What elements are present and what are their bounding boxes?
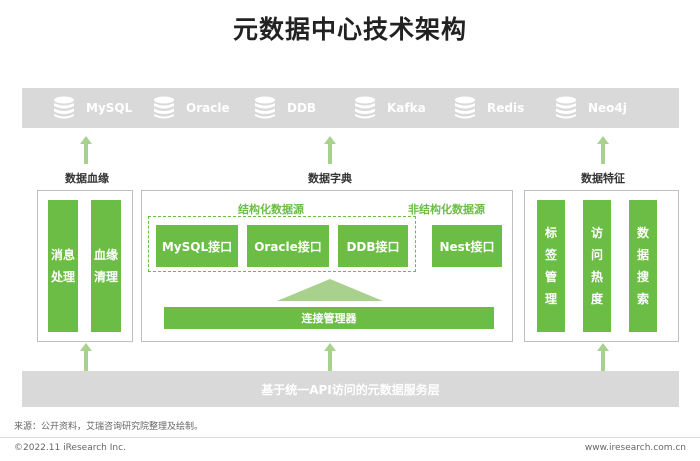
feature-item-search: 数据搜索 xyxy=(629,200,657,332)
database-icon xyxy=(556,96,576,119)
lineage-item-cleanup: 血缘清理 xyxy=(91,200,121,332)
feature-item-tag: 标签管理 xyxy=(537,200,565,332)
source-kafka: Kafka xyxy=(353,96,426,120)
database-icon xyxy=(455,96,475,119)
lineage-label: 数据血缘 xyxy=(65,172,109,185)
structured-sources-group xyxy=(148,216,416,272)
mysql-interface: MySQL接口 xyxy=(156,225,238,267)
website-link[interactable]: www.iresearch.com.cn xyxy=(584,443,686,453)
source-ddb: DDB xyxy=(253,96,316,120)
nest-interface: Nest接口 xyxy=(432,225,502,267)
source-label: Neo4j xyxy=(588,101,627,115)
dictionary-label: 数据字典 xyxy=(308,172,352,185)
unstructured-sources-label: 非结构化数据源 xyxy=(408,203,485,216)
source-oracle: Oracle xyxy=(152,96,230,120)
source-label: Kafka xyxy=(387,101,426,115)
source-mysql: MySQL xyxy=(52,96,132,120)
up-arrow-icon xyxy=(324,343,336,371)
database-icon xyxy=(255,96,275,119)
up-arrow-icon xyxy=(324,136,336,164)
connection-manager: 连接管理器 xyxy=(164,307,494,329)
up-arrow-icon xyxy=(80,136,92,164)
source-redis: Redis xyxy=(453,96,524,120)
up-arrow-icon xyxy=(80,343,92,371)
source-label: MySQL xyxy=(86,101,133,115)
lineage-item-message: 消息处理 xyxy=(48,200,78,332)
ddb-interface: DDB接口 xyxy=(338,225,408,267)
up-arrow-icon xyxy=(597,136,609,164)
oracle-interface: Oracle接口 xyxy=(247,225,329,267)
source-label: Oracle xyxy=(186,101,230,115)
source-label: DDB xyxy=(287,101,317,115)
data-source-bar: MySQL Oracle DDB Kafka Redis Neo4j xyxy=(22,88,679,128)
source-note: 来源：公开资料，艾瑞咨询研究院整理及绘制。 xyxy=(14,422,204,432)
copyright: ©2022.11 iResearch Inc. xyxy=(14,443,126,453)
source-label: Redis xyxy=(487,101,525,115)
source-neo4j: Neo4j xyxy=(554,96,627,120)
features-label: 数据特征 xyxy=(581,172,625,185)
triangle-shape xyxy=(277,279,383,301)
database-icon xyxy=(355,96,375,119)
api-service-layer: 基于统一API访问的元数据服务层 xyxy=(22,371,679,407)
database-icon xyxy=(54,96,74,119)
page-title: 元数据中心技术架构 xyxy=(232,15,467,44)
database-icon xyxy=(154,96,174,119)
footer-divider xyxy=(0,437,700,438)
structured-sources-label: 结构化数据源 xyxy=(238,203,304,216)
up-arrow-icon xyxy=(597,343,609,371)
feature-item-heat: 访问热度 xyxy=(583,200,611,332)
